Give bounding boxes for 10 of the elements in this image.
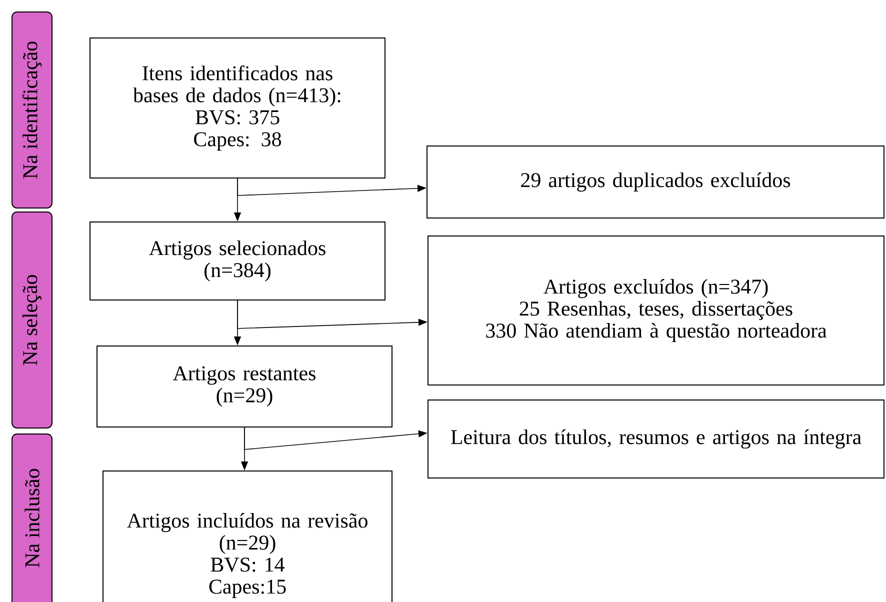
process-box: Leitura dos títulos, resumos e artigos na íntegra (428, 400, 884, 478)
process-box: Artigos restantes (n=29) (96, 346, 392, 428)
process-box: Artigos selecionados (n=384) (90, 222, 386, 300)
phase-label: Na identificação (12, 12, 52, 208)
process-box: Itens identificados nas bases de dados (n=413): BVS: 375 Capes: 38 (90, 38, 386, 178)
process-box: Artigos incluídos na revisão (n=29) BVS: 14 Capes:15 (102, 470, 392, 602)
process-box: Artigos excluídos (n=347) 25 Resenhas, teses, dissertações 330 Não atendiam à questão norteadora (428, 236, 884, 386)
phase-label: Na inclusão (12, 434, 52, 602)
process-box: 29 artigos duplicados excluídos (426, 146, 884, 218)
phase-label: Na seleção (12, 212, 52, 428)
